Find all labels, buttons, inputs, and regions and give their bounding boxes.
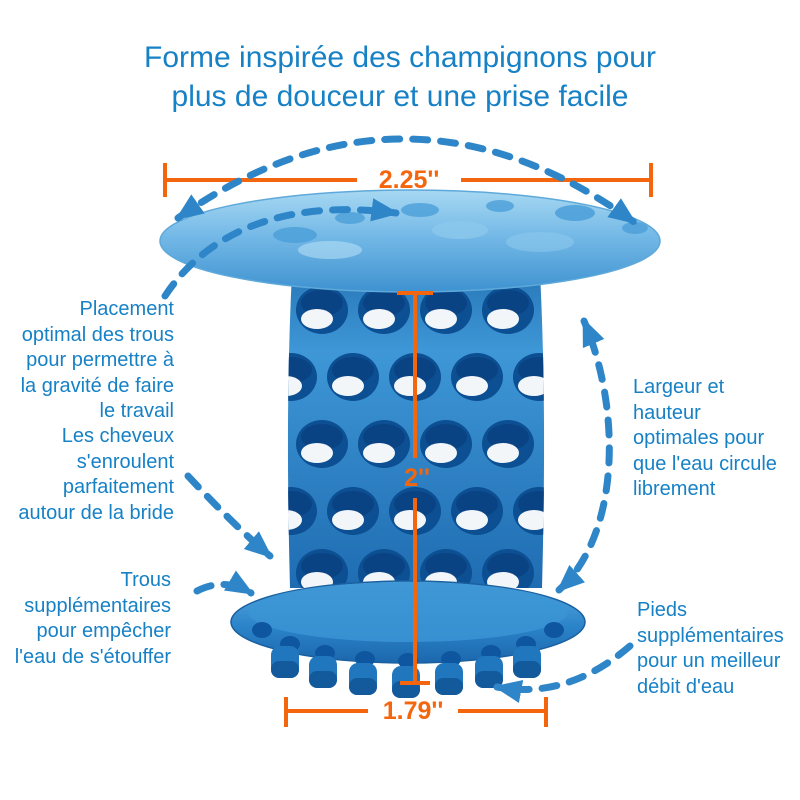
extra-holes-dashed-arrow xyxy=(193,570,255,597)
annotation-extra-feet: Pieds supplémentaires pour un meilleur d… xyxy=(637,599,784,698)
top-width-arc-dashed-arrow xyxy=(174,135,638,226)
hair-wrap-dashed-arrow xyxy=(184,472,274,560)
dimension-bottom-width-label: 1.79'' xyxy=(382,697,444,725)
dimension-top-width-label: 2.25'' xyxy=(378,166,440,194)
page-title: Forme inspirée des champignons pour plus… xyxy=(144,41,656,113)
strainer-flange xyxy=(230,580,586,669)
annotation-hair-wrap: Les cheveux s'enroulent parfaitement aut… xyxy=(18,425,174,524)
annotation-width-height: Largeur et hauteur optimales pour que l'… xyxy=(633,376,777,500)
annotation-hole-placement: Placement optimal des trous pour permett… xyxy=(20,298,174,422)
dimension-lines xyxy=(163,163,653,727)
dimension-height-label: 2'' xyxy=(404,464,430,492)
height-double-dashed-arrow xyxy=(555,317,613,594)
cap-holes-dashed-arrow xyxy=(161,198,400,300)
annotation-extra-holes: Trous supplémentaires pour empêcher l'ea… xyxy=(14,569,171,668)
strainer-cap xyxy=(159,189,661,293)
feet-dashed-arrow xyxy=(493,642,634,703)
